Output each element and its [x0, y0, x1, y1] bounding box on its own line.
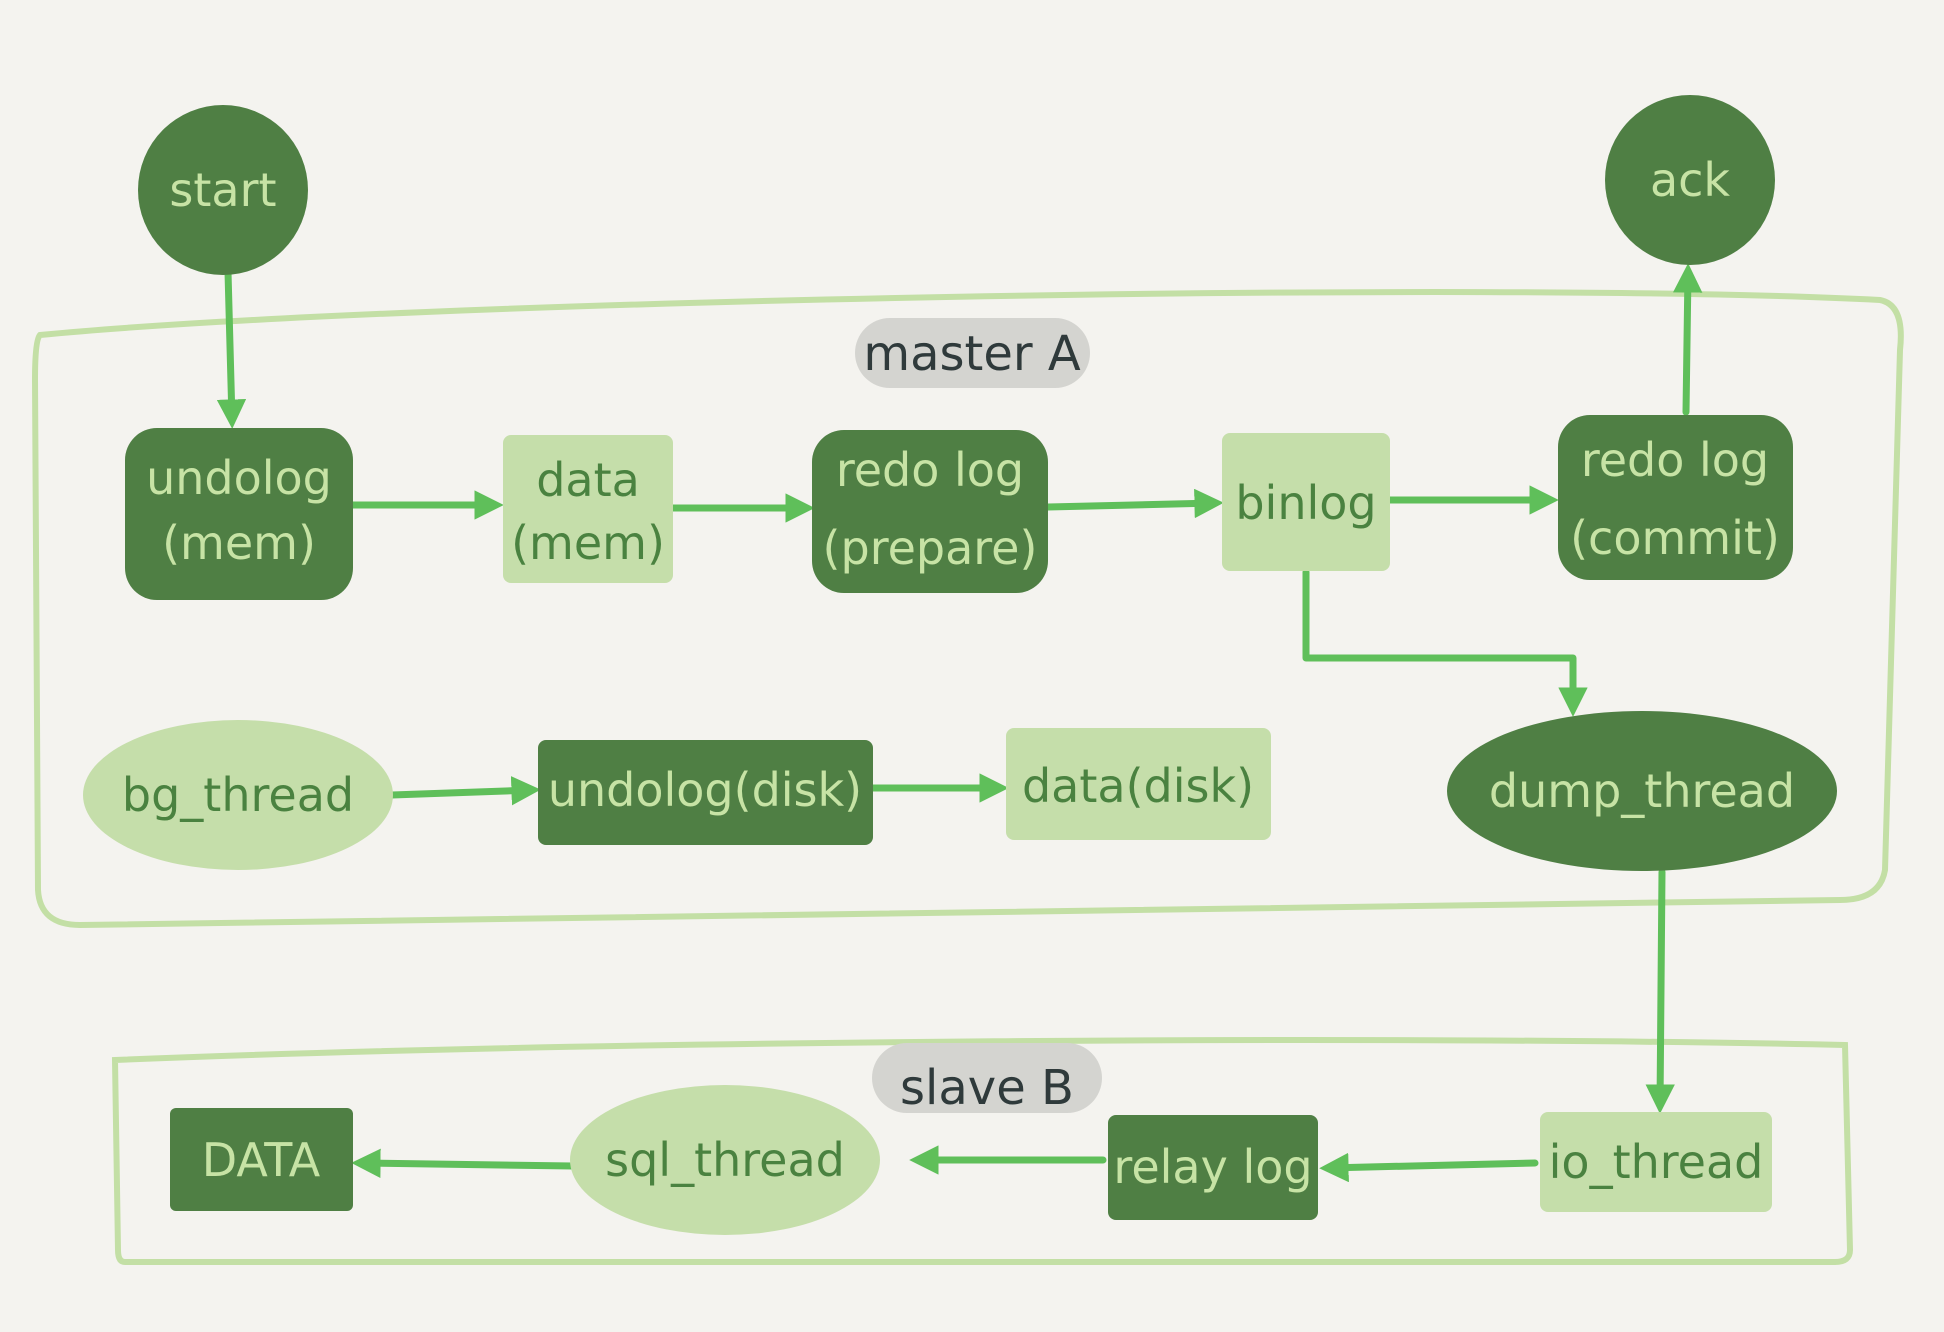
- node-bg-thread: [83, 720, 393, 870]
- node-relay-log: [1108, 1115, 1318, 1220]
- node-binlog-label: binlog: [1235, 476, 1376, 530]
- node-binlog: [1222, 433, 1390, 571]
- node-sql-thread: [570, 1085, 880, 1235]
- node-redo-prepare: [812, 430, 1048, 593]
- node-data-disk-label: data(disk): [1022, 759, 1254, 813]
- node-io-thread-label: io_thread: [1549, 1135, 1764, 1189]
- slave-group-frame: [111, 1037, 1854, 1265]
- slave-group-label: slave B: [900, 1060, 1074, 1116]
- node-DATA-label: DATA: [202, 1133, 321, 1187]
- master-group-frame: [31, 289, 1904, 929]
- node-start: [138, 105, 308, 275]
- node-redo-commit-line1: redo log: [1581, 433, 1769, 487]
- node-ack: [1605, 95, 1775, 265]
- slave-group-pill: [872, 1043, 1102, 1113]
- node-bg-thread-label: bg_thread: [122, 768, 354, 822]
- edge-binlog-dump-thread: [1302, 568, 1588, 717]
- node-redo-commit-line2: (commit): [1570, 511, 1780, 565]
- node-dump-thread-label: dump_thread: [1489, 764, 1795, 818]
- edge-bg-thread-undolog-disk: [388, 776, 541, 806]
- master-group-label: master A: [863, 326, 1081, 382]
- node-start-label: start: [169, 163, 276, 217]
- node-ack-label: ack: [1650, 153, 1730, 207]
- edge-dump-thread-io-thread: [1645, 868, 1675, 1114]
- edge-redo-prepare-binlog: [1044, 488, 1224, 519]
- node-data-mem-line1: data: [536, 453, 640, 507]
- node-undolog-mem-line1: undolog: [146, 451, 332, 505]
- node-dump-thread: [1447, 711, 1837, 871]
- node-io-thread: [1540, 1112, 1772, 1212]
- edge-io-thread-relay-log: [1319, 1152, 1539, 1183]
- node-sql-thread-label: sql_thread: [605, 1133, 845, 1187]
- node-undolog-mem: [125, 428, 353, 600]
- node-undolog-disk-label: undolog(disk): [548, 763, 862, 817]
- master-group-pill: [855, 318, 1090, 388]
- edge-sql-thread-data: [351, 1148, 577, 1178]
- node-relay-log-label: relay log: [1113, 1140, 1312, 1194]
- node-data-mem: [503, 435, 673, 583]
- node-redo-commit: [1558, 415, 1793, 580]
- node-data-mem-line2: (mem): [511, 516, 665, 570]
- node-undolog-disk: [538, 740, 873, 845]
- edge-start-undolog: [216, 268, 247, 429]
- node-redo-prepare-line2: (prepare): [823, 521, 1038, 575]
- node-data-disk: [1006, 728, 1271, 840]
- node-DATA: [170, 1108, 353, 1211]
- node-redo-prepare-line1: redo log: [836, 443, 1024, 497]
- edge-redo-commit-ack: [1673, 263, 1703, 416]
- node-undolog-mem-line2: (mem): [162, 516, 316, 570]
